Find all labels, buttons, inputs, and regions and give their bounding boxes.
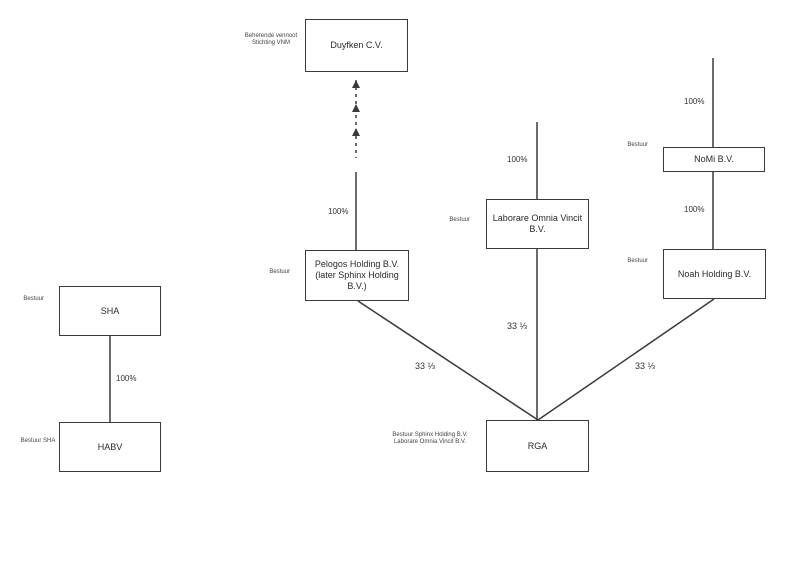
label-sha-side: Bestuur — [23, 296, 44, 302]
pct-pelogos-rga: 33 ⅓ — [415, 361, 436, 371]
pct-pelogos-top: 100% — [328, 207, 349, 216]
box-laborare: Laborare Omnia Vincit B.V. — [486, 199, 589, 249]
label-pelogos-side: Bestuur — [269, 269, 290, 275]
box-nomi: NoMi B.V. — [663, 147, 765, 172]
arrowhead-icon — [352, 128, 360, 136]
label-duyfken-side: Beherende vennoot Stichting VNM — [244, 33, 298, 46]
pct-nomi-noah: 100% — [684, 205, 705, 214]
pct-sha-habv: 100% — [116, 374, 137, 383]
label-noah-side: Bestuur — [627, 258, 648, 264]
box-sha: SHA — [59, 286, 161, 336]
box-habv: HABV — [59, 422, 161, 472]
box-duyfken: Duyfken C.V. — [305, 19, 408, 72]
pct-nomi-top: 100% — [684, 97, 705, 106]
label-rga-side: Bestuur Sphinx Holding B.V. Laborare Omn… — [392, 432, 468, 445]
line-pelogos-rga — [357, 300, 539, 421]
pct-laborare-top: 100% — [507, 155, 528, 164]
arrowhead-icon — [352, 104, 360, 112]
label-habv-side: Bestuur SHA — [20, 438, 56, 444]
arrowhead-icon — [352, 80, 360, 88]
line-noah-rga — [537, 298, 715, 421]
box-noah: Noah Holding B.V. — [663, 249, 766, 299]
box-rga: RGA — [486, 420, 589, 472]
label-nomi-side: Bestuur — [627, 142, 648, 148]
pct-noah-rga: 33 ⅓ — [635, 361, 656, 371]
label-laborare-side: Bestuur — [449, 217, 470, 223]
pct-laborare-rga: 33 ⅓ — [507, 321, 528, 331]
box-pelogos: Pelogos Holding B.V. (later Sphinx Holdi… — [305, 250, 409, 301]
